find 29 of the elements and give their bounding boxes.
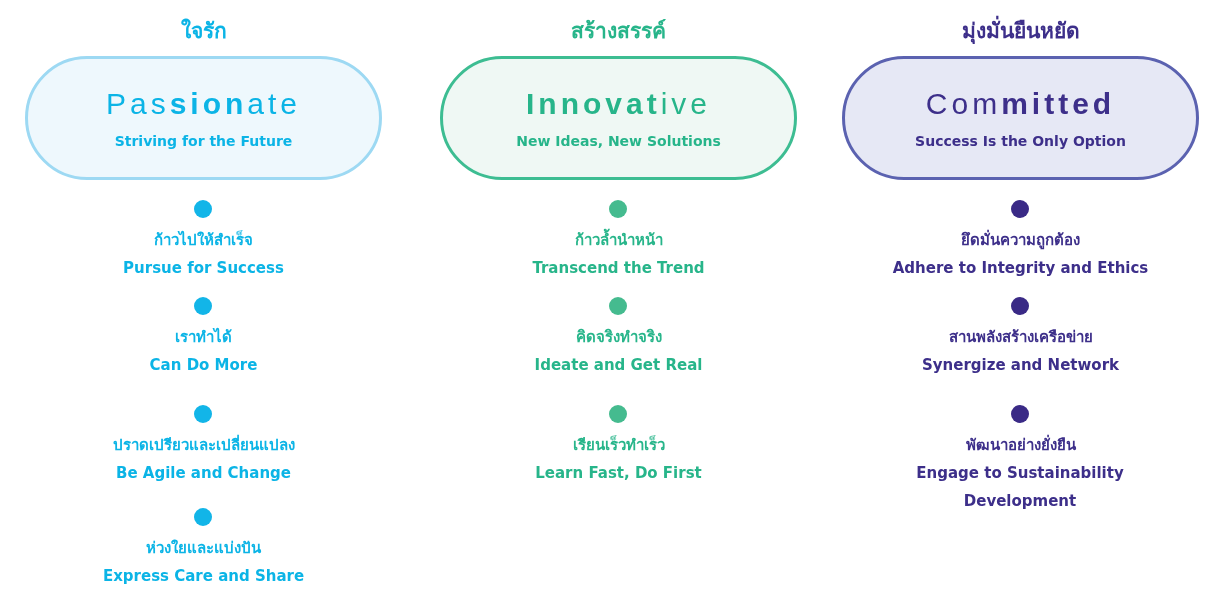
english-value-label: Ideate and Get Real: [533, 355, 704, 376]
pill-subtitle: New Ideas, New Solutions: [515, 133, 722, 149]
english-value-label: Synergize and Network: [921, 355, 1120, 376]
thai-value-label: เรียนเร็วทำเร็ว: [571, 434, 666, 456]
pill-title: Committed: [924, 87, 1117, 121]
thai-value-label: พัฒนาอย่างยั่งยืน: [964, 433, 1077, 456]
pill-title: Passionate: [104, 87, 303, 121]
english-value-label: Pursue for Success: [122, 258, 285, 279]
pill-subtitle: Success Is the Only Option: [914, 133, 1127, 149]
thai-value-label: ยึดมั่นความถูกต้อง: [960, 228, 1081, 252]
english-value-label: Transcend the Trend: [531, 258, 706, 279]
thai-value-label: ปราดเปรียวและเปลี่ยนแปลง: [111, 433, 296, 456]
group-heading: มุ่งมั่นยืนหยัด: [842, 14, 1199, 47]
english-value-label: Be Agile and Change: [115, 463, 292, 484]
english-value-label: Learn Fast, Do First: [534, 463, 703, 484]
english-value-label: Adhere to Integrity and Ethics: [891, 258, 1150, 279]
english-value-label: Express Care and Share: [101, 566, 306, 587]
pill-title: Innovative: [525, 87, 712, 121]
pill-subtitle: Striving for the Future: [113, 133, 294, 149]
group-heading: สร้างสรรค์: [570, 18, 667, 45]
thai-value-label: ห่วงใยและแบ่งปัน: [145, 538, 262, 559]
english-value-label: Can Do More: [148, 355, 259, 376]
thai-value-label: คิดจริงทำจริง: [574, 327, 663, 348]
thai-value-label: ก้าวไปให้สำเร็จ: [153, 229, 254, 251]
group-heading: ใจรัก: [179, 17, 228, 45]
thai-value-label: ก้าวล้ำนำหน้า: [400, 226, 837, 254]
english-value-label: Engage to Sustainability Development: [915, 463, 1125, 512]
thai-value-label: สานพลังสร้างเครือข่าย: [947, 327, 1094, 348]
thai-value-label: เราทำได้: [174, 326, 233, 348]
